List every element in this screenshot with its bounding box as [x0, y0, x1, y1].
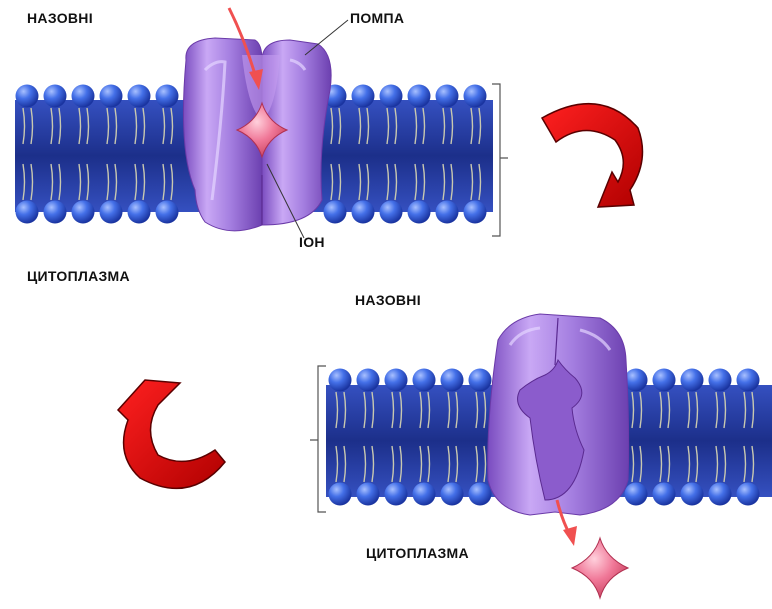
lipid-head	[357, 369, 380, 392]
lipid-head	[469, 483, 492, 506]
lipid-head	[441, 369, 464, 392]
lipid-head	[709, 483, 732, 506]
lipid-head	[625, 483, 648, 506]
lipid-head	[625, 369, 648, 392]
lipid-head	[128, 201, 151, 224]
outside-label-bottom: НАЗОВНІ	[355, 292, 421, 308]
lipid-head	[441, 483, 464, 506]
lipid-head	[413, 369, 436, 392]
lipid-head	[100, 201, 123, 224]
lipid-head	[385, 369, 408, 392]
lipid-head	[681, 369, 704, 392]
cytoplasm-label-top: ЦИТОПЛАЗМА	[27, 268, 130, 284]
lipid-head	[72, 85, 95, 108]
lipid-head	[436, 85, 459, 108]
lipid-head	[324, 201, 347, 224]
lipid-head	[16, 201, 39, 224]
lipid-head	[464, 85, 487, 108]
lipid-head	[653, 483, 676, 506]
lipid-head	[380, 201, 403, 224]
lipid-head	[100, 85, 123, 108]
ion-released	[572, 538, 628, 598]
lipid-head	[469, 369, 492, 392]
curved-arrow-icon	[118, 380, 225, 488]
lipid-head	[380, 85, 403, 108]
lipid-head	[413, 483, 436, 506]
lipid-head	[737, 369, 760, 392]
lipid-head	[156, 201, 179, 224]
membrane-bracket	[310, 366, 326, 512]
lipid-head	[352, 201, 375, 224]
lipid-head	[709, 369, 732, 392]
lipid-head	[408, 85, 431, 108]
cytoplasm-label-bottom: ЦИТОПЛАЗМА	[366, 545, 469, 561]
lipid-head	[329, 483, 352, 506]
ion-label: ІОН	[299, 234, 325, 250]
lipid-head	[681, 483, 704, 506]
lipid-head	[156, 85, 179, 108]
lipid-head	[16, 85, 39, 108]
lipid-head	[357, 483, 380, 506]
lipid-head	[408, 201, 431, 224]
pump-pointer	[305, 20, 348, 55]
outside-label-top: НАЗОВНІ	[27, 10, 93, 26]
lipid-head	[44, 201, 67, 224]
lipid-head	[72, 201, 95, 224]
lipid-head	[737, 483, 760, 506]
lipid-head	[385, 483, 408, 506]
lipid-head	[653, 369, 676, 392]
pump-bottom	[488, 314, 629, 515]
lipid-head	[436, 201, 459, 224]
pump-label: ПОМПА	[350, 10, 404, 26]
curved-arrow-icon	[542, 104, 643, 207]
lipid-head	[329, 369, 352, 392]
lipid-head	[128, 85, 151, 108]
lipid-head	[352, 85, 375, 108]
lipid-head	[464, 201, 487, 224]
lipid-head	[44, 85, 67, 108]
membrane-bracket	[492, 84, 508, 236]
